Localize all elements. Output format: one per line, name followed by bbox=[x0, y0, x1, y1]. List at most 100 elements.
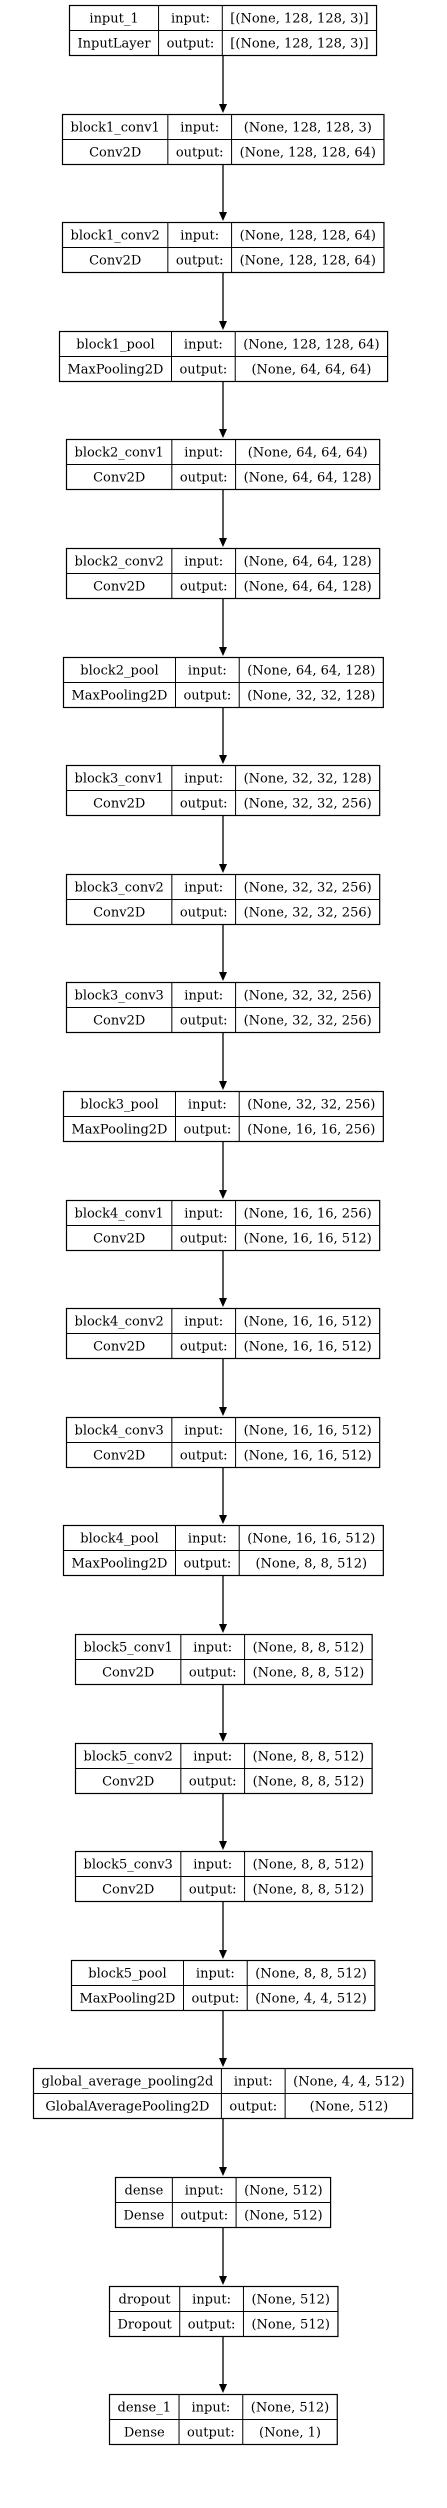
input-label: input: bbox=[193, 1641, 232, 1656]
output-shape: (None, 8, 8, 512) bbox=[253, 1883, 365, 1898]
layer-node: block3_poolMaxPooling2Dinput:output:(Non… bbox=[62, 1090, 384, 1143]
layer-name: block3_conv2 bbox=[75, 881, 164, 896]
layer-name: block2_conv2 bbox=[75, 555, 164, 570]
output-shape: (None, 512) bbox=[310, 2100, 389, 2115]
output-label: output: bbox=[183, 1123, 231, 1138]
layer-type: Conv2D bbox=[93, 471, 145, 486]
edge-arrowhead bbox=[219, 647, 227, 656]
input-shape: (None, 8, 8, 512) bbox=[255, 1967, 367, 1982]
output-shape: (None, 16, 16, 512) bbox=[244, 1340, 372, 1355]
output-label: output: bbox=[180, 906, 228, 921]
input-label: input: bbox=[184, 446, 223, 461]
output-label: output: bbox=[180, 1232, 228, 1247]
output-label: output: bbox=[180, 1014, 228, 1029]
output-shape: [(None, 128, 128, 3)] bbox=[230, 37, 368, 52]
input-shape: (None, 16, 16, 256) bbox=[244, 1207, 372, 1222]
output-label: output: bbox=[180, 2209, 228, 2224]
edge-arrowhead bbox=[219, 1841, 227, 1850]
output-label: output: bbox=[189, 1775, 237, 1790]
input-shape: (None, 32, 32, 256) bbox=[247, 1098, 375, 1113]
layer-type: Dense bbox=[124, 2209, 165, 2224]
output-label: output: bbox=[180, 1449, 228, 1464]
input-label: input: bbox=[234, 2075, 273, 2090]
input-label: input: bbox=[192, 2293, 231, 2308]
edge-arrowhead bbox=[219, 1298, 227, 1307]
layer-type: MaxPooling2D bbox=[68, 363, 164, 378]
edge-arrowhead bbox=[219, 321, 227, 330]
edge-arrowhead bbox=[219, 972, 227, 981]
layer-name: dense_1 bbox=[118, 2401, 172, 2416]
output-label: output: bbox=[189, 1883, 237, 1898]
output-label: output: bbox=[167, 37, 215, 52]
layer-type: Conv2D bbox=[89, 254, 141, 269]
input-label: input: bbox=[193, 1858, 232, 1873]
layer-type: Conv2D bbox=[93, 1232, 145, 1247]
output-label: output: bbox=[191, 1992, 239, 2007]
layer-name: global_average_pooling2d bbox=[42, 2075, 214, 2090]
output-label: output: bbox=[229, 2100, 277, 2115]
layer-name: block5_conv3 bbox=[84, 1858, 173, 1873]
input-label: input: bbox=[184, 1424, 223, 1439]
edge-arrowhead bbox=[219, 538, 227, 547]
layer-name: block4_pool bbox=[80, 1532, 158, 1547]
layer-type: Conv2D bbox=[93, 1449, 145, 1464]
layer-node: block1_poolMaxPooling2Dinput:output:(Non… bbox=[58, 330, 389, 383]
input-shape: (None, 16, 16, 512) bbox=[247, 1532, 375, 1547]
output-shape: (None, 64, 64, 128) bbox=[244, 580, 372, 595]
input-shape: (None, 32, 32, 128) bbox=[244, 772, 372, 787]
input-shape: (None, 8, 8, 512) bbox=[253, 1641, 365, 1656]
input-shape: (None, 16, 16, 512) bbox=[244, 1315, 372, 1330]
output-shape: (None, 128, 128, 64) bbox=[240, 254, 376, 269]
input-label: input: bbox=[184, 338, 223, 353]
input-shape: (None, 64, 64, 128) bbox=[247, 664, 375, 679]
output-shape: (None, 64, 64, 64) bbox=[251, 363, 371, 378]
layer-name: block1_conv2 bbox=[71, 229, 160, 244]
layer-node: global_average_pooling2dGlobalAveragePoo… bbox=[32, 2067, 414, 2120]
output-label: output: bbox=[180, 471, 228, 486]
layer-node: block5_poolMaxPooling2Dinput:output:(Non… bbox=[70, 1959, 376, 2012]
input-label: input: bbox=[180, 229, 219, 244]
output-shape: (None, 8, 8, 512) bbox=[255, 1557, 367, 1572]
layer-name: dropout bbox=[119, 2293, 172, 2308]
output-shape: (None, 32, 32, 256) bbox=[244, 1014, 372, 1029]
layer-type: MaxPooling2D bbox=[72, 689, 168, 704]
layer-name: block5_conv2 bbox=[84, 1750, 173, 1765]
input-label: input: bbox=[188, 1532, 227, 1547]
input-label: input: bbox=[196, 1967, 235, 1982]
layer-type: Conv2D bbox=[89, 146, 141, 161]
output-shape: (None, 8, 8, 512) bbox=[253, 1775, 365, 1790]
layer-type: Dropout bbox=[118, 2318, 173, 2333]
edge-arrowhead bbox=[219, 1733, 227, 1742]
input-shape: (None, 512) bbox=[251, 2401, 330, 2416]
input-shape: (None, 128, 128, 64) bbox=[243, 338, 379, 353]
layer-name: block1_conv1 bbox=[71, 121, 160, 136]
layer-type: Conv2D bbox=[93, 1340, 145, 1355]
layer-type: Conv2D bbox=[102, 1775, 154, 1790]
layer-name: block4_conv1 bbox=[75, 1207, 164, 1222]
layer-name: block5_conv1 bbox=[84, 1641, 173, 1656]
edge-arrowhead bbox=[219, 429, 227, 438]
input-label: input: bbox=[184, 989, 223, 1004]
edge-arrowhead bbox=[219, 104, 227, 113]
layer-name: block5_pool bbox=[88, 1967, 166, 1982]
layer-type: InputLayer bbox=[78, 37, 152, 52]
input-shape: (None, 512) bbox=[251, 2293, 330, 2308]
input-shape: (None, 128, 128, 64) bbox=[240, 229, 376, 244]
layer-type: Conv2D bbox=[102, 1666, 154, 1681]
input-label: input: bbox=[184, 1315, 223, 1330]
input-label: input: bbox=[184, 1207, 223, 1222]
input-shape: (None, 512) bbox=[244, 2184, 323, 2199]
input-shape: [(None, 128, 128, 3)] bbox=[230, 12, 368, 27]
layer-name: input_1 bbox=[89, 12, 138, 27]
output-shape: (None, 128, 128, 64) bbox=[240, 146, 376, 161]
